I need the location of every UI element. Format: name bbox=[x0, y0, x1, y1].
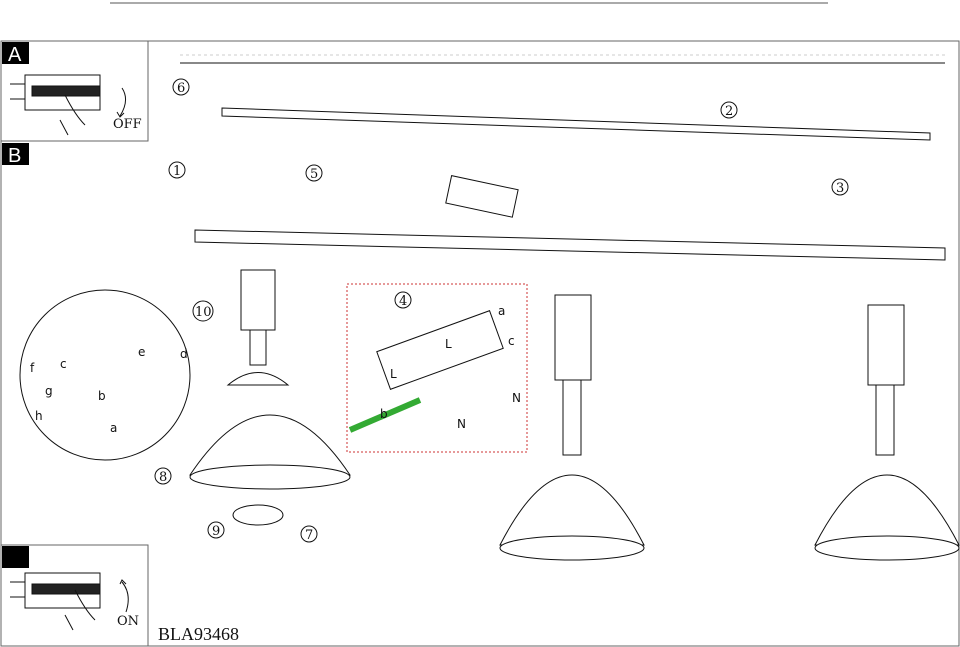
svg-text:N: N bbox=[512, 391, 521, 405]
breaker-panel-on bbox=[10, 572, 129, 631]
section-b-badge bbox=[2, 143, 29, 165]
pendant-middle bbox=[499, 294, 645, 561]
supply-cable bbox=[348, 397, 422, 433]
svg-text:b: b bbox=[380, 407, 388, 421]
svg-text:2: 2 bbox=[725, 104, 733, 119]
on-label: ON bbox=[117, 614, 139, 629]
svg-text:g: g bbox=[45, 384, 53, 398]
model-code: BLA93468 bbox=[158, 624, 239, 644]
svg-text:c: c bbox=[508, 334, 515, 348]
svg-text:f: f bbox=[30, 361, 35, 375]
svg-text:b: b bbox=[98, 389, 106, 403]
svg-text:a: a bbox=[498, 304, 505, 318]
svg-text:L: L bbox=[445, 337, 452, 351]
svg-text:1: 1 bbox=[173, 164, 181, 179]
svg-text:d: d bbox=[180, 347, 188, 361]
outer-frame bbox=[0, 40, 960, 647]
step-labels: 1 2 3 4 5 6 7 8 9 10 bbox=[154, 78, 849, 543]
section-a-label: A bbox=[8, 44, 22, 66]
svg-text:6: 6 bbox=[177, 81, 185, 96]
pendant-left bbox=[189, 269, 351, 490]
letter-labels: a b c d e f g h a b c L L N N bbox=[30, 304, 521, 435]
svg-text:c: c bbox=[60, 357, 67, 371]
wiring-detail-frame bbox=[346, 283, 528, 453]
svg-text:N: N bbox=[457, 417, 466, 431]
detail-circle bbox=[19, 289, 191, 461]
svg-text:a: a bbox=[110, 421, 117, 435]
terminal-cover bbox=[376, 310, 504, 390]
shade-ring bbox=[232, 504, 284, 526]
svg-text:5: 5 bbox=[310, 167, 318, 182]
canopy-bar bbox=[194, 229, 946, 261]
panel-on-frame bbox=[0, 544, 149, 647]
pendant-right bbox=[814, 304, 960, 561]
section-b-label: B bbox=[8, 145, 21, 167]
off-label: OFF bbox=[113, 117, 142, 132]
panel-a-frame bbox=[0, 40, 149, 142]
svg-text:e: e bbox=[138, 345, 145, 359]
svg-text:3: 3 bbox=[836, 181, 844, 196]
mounting-bracket bbox=[221, 107, 931, 141]
svg-text:9: 9 bbox=[212, 524, 220, 539]
svg-text:8: 8 bbox=[159, 470, 167, 485]
section-c-badge bbox=[2, 546, 29, 568]
svg-text:L: L bbox=[390, 367, 397, 381]
section-a-badge bbox=[2, 42, 29, 64]
svg-text:h: h bbox=[35, 409, 43, 423]
svg-text:4: 4 bbox=[399, 294, 407, 309]
svg-text:10: 10 bbox=[195, 305, 212, 320]
breaker-panel-off bbox=[10, 74, 126, 136]
svg-text:7: 7 bbox=[305, 528, 313, 543]
terminal-box bbox=[445, 175, 519, 218]
